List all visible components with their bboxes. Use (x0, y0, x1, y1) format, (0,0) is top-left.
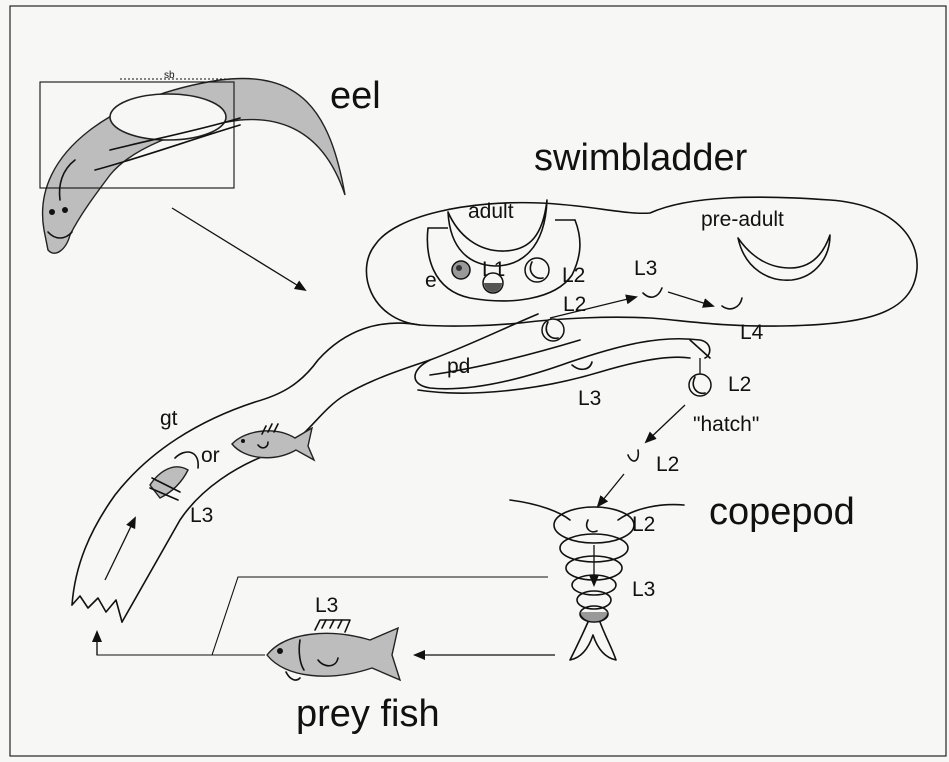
ingested-fish (232, 424, 314, 460)
l2-copepod-label: L2 (632, 513, 655, 536)
l3-gt-label: L3 (190, 504, 213, 527)
prey-fish-illustration (267, 620, 400, 680)
pd-label: pd (447, 355, 470, 378)
e-label: e (425, 269, 437, 292)
eel-label: eel (330, 75, 381, 117)
l2-free-label: L2 (656, 453, 679, 476)
pre-adult-worm (738, 235, 830, 280)
swimbladder-title: swimbladder (534, 137, 748, 179)
adult-label: adult (468, 200, 514, 223)
fish-to-eel-line (97, 640, 265, 655)
prey-fish-label: prey fish (296, 693, 440, 735)
pre-adult-label: pre-adult (701, 208, 784, 231)
eel-illustration (43, 78, 345, 253)
l3-fish-label: L3 (315, 594, 338, 617)
l3-swimbladder-label: L3 (634, 257, 657, 280)
l2-exit-label: L2 (728, 373, 751, 396)
zoom-arrow (172, 208, 305, 290)
ingested-copepod (150, 452, 198, 500)
copepod-label: copepod (709, 491, 855, 533)
l3-pd-label: L3 (578, 387, 601, 410)
or-label: or (201, 444, 220, 467)
l2-adult-label: L2 (562, 264, 585, 287)
l4-label: L4 (740, 321, 764, 344)
l3-copepod-label: L3 (632, 578, 655, 601)
eel-swimbladder-shape (110, 94, 226, 140)
hatch-label: "hatch" (693, 413, 759, 436)
gt-label: gt (160, 407, 178, 430)
sb-label: sb (164, 70, 175, 81)
copepod-illustration (510, 500, 684, 660)
